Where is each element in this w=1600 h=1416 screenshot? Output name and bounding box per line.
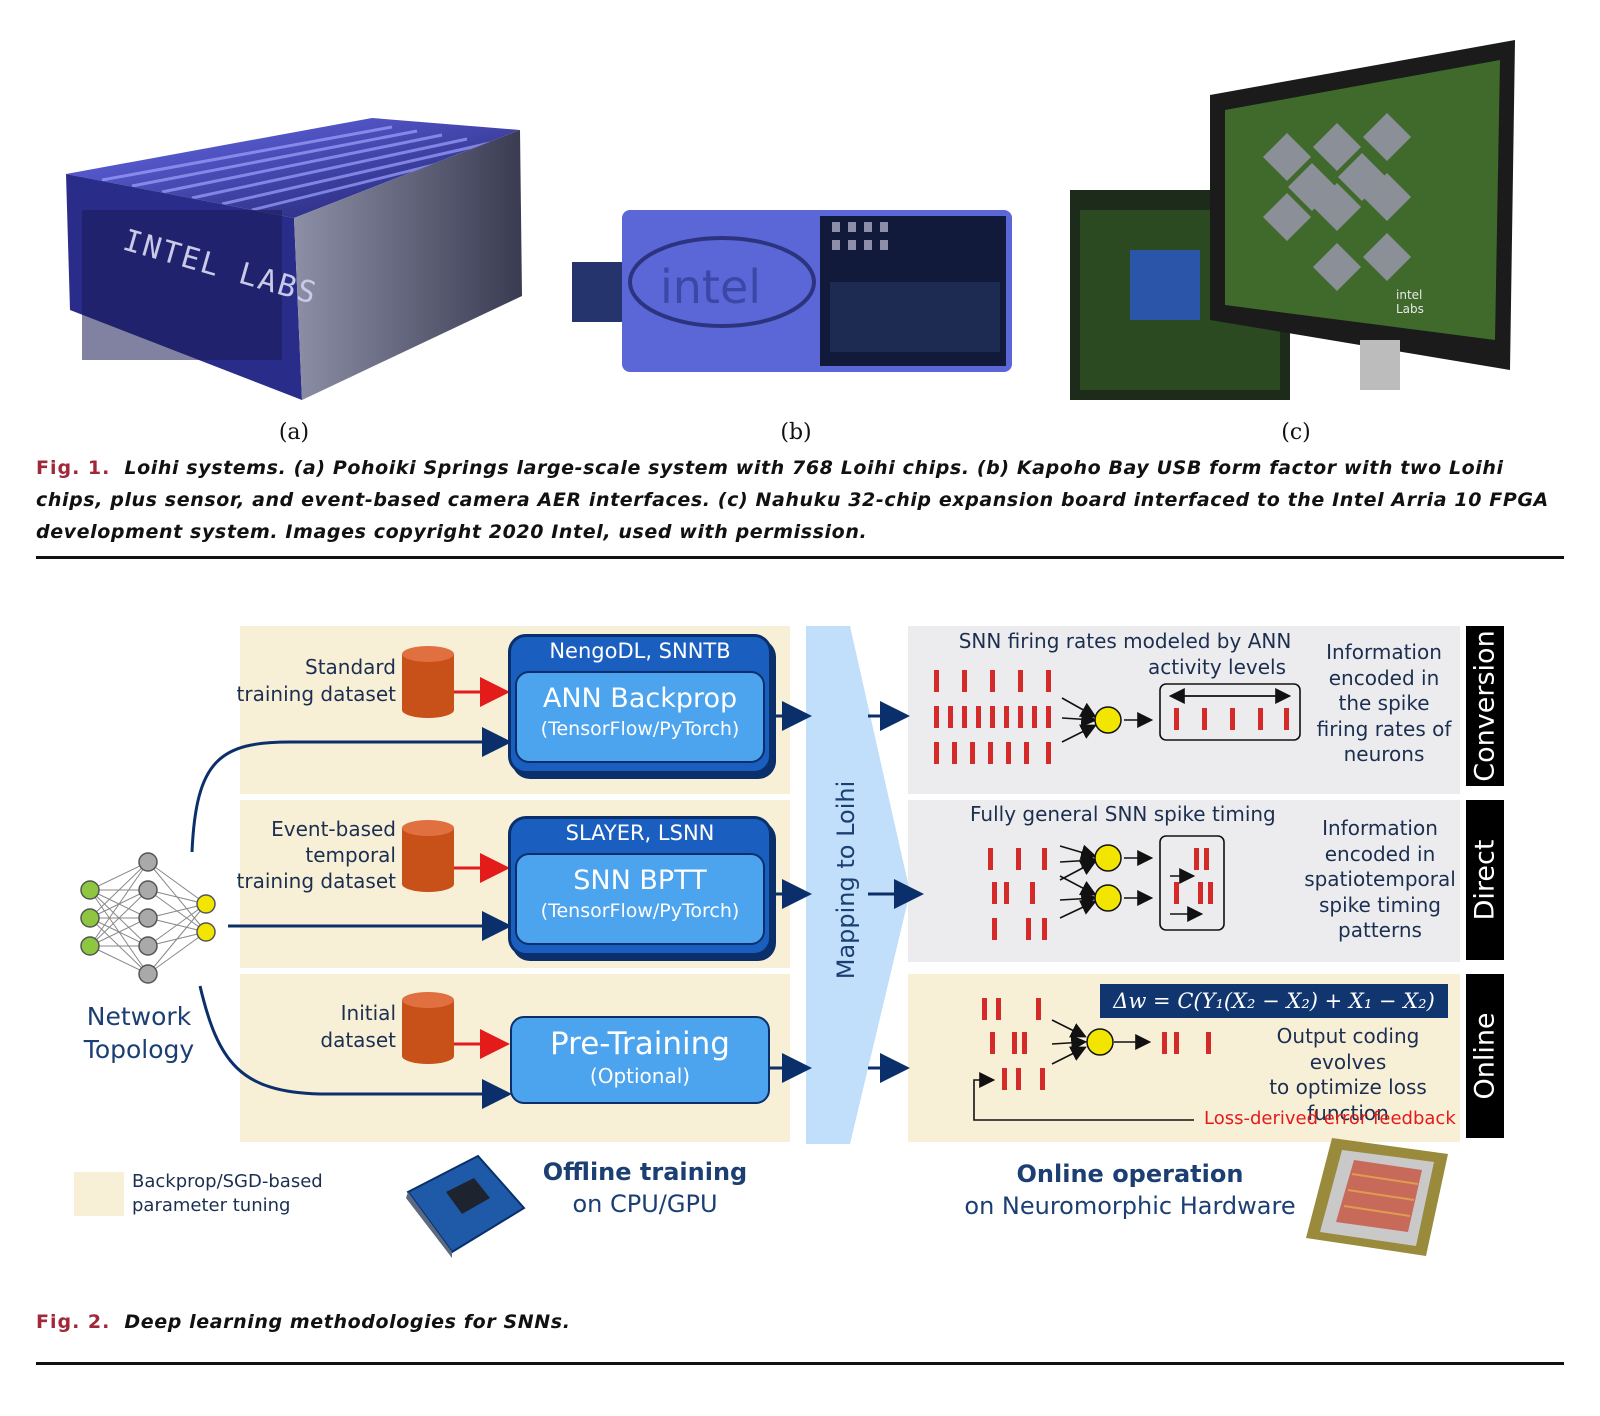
dataset-cylinder-standard [402,646,454,718]
online-operation-caption: Online operation on Neuromorphic Hardwar… [950,1160,1310,1220]
dataset-cylinder-event [402,820,454,892]
photo-c-logo: intel Labs [1396,288,1424,316]
box-pre-training: Pre-Training (Optional) [510,1016,770,1104]
subfigure-label-b: (b) [780,420,812,445]
online-subtitle: on Neuromorphic Hardware [964,1192,1296,1220]
figure-1-caption: Fig. 1.Loihi systems. (a) Pohoiki Spring… [36,452,1566,548]
photo-a-server-chassis: INTEL LABS [62,100,524,400]
conversion-heading: SNN firing rates modeled by ANN activity… [958,629,1292,679]
legend-swatch [74,1172,124,1216]
neuromorphic-chip-image [1302,1134,1450,1258]
photo-c-expansion-board: intel Labs [1070,40,1520,410]
box-slayer-header: SLAYER, LSNN [565,821,715,845]
ann-backprop-subtitle: (TensorFlow/PyTorch) [540,718,740,740]
figure-2-caption-text: Deep learning methodologies for SNNs. [124,1311,571,1333]
figure-2-number: Fig. 2. [36,1311,111,1333]
figure-1-number: Fig. 1. [36,457,111,479]
box-slayer: SLAYER, LSNN SNN BPTT (TensorFlow/PyTorc… [508,816,772,956]
ann-backprop-title: ANN Backprop [542,683,738,714]
pre-training-subtitle: (Optional) [589,1064,691,1088]
pre-training-title: Pre-Training [550,1026,730,1062]
offline-subtitle: on CPU/GPU [572,1190,718,1218]
caption-divider-1 [36,556,1564,559]
feedback-label: Loss-derived error feedback [1204,1108,1456,1129]
snn-bptt-subtitle: (TensorFlow/PyTorch) [540,900,740,922]
offline-training-caption: Offline training on CPU/GPU [530,1158,760,1218]
subfigure-label-c: (c) [1281,420,1311,445]
online-title: Online operation [1016,1160,1244,1188]
figure-1-caption-text: Loihi systems. (a) Pohoiki Springs large… [36,457,1549,543]
subfigure-label-a: (a) [278,420,310,445]
box-snn-bptt: SNN BPTT (TensorFlow/PyTorch) [515,853,765,945]
direct-heading: Fully general SNN spike timing [970,802,1276,826]
online-panel-conversion [908,626,1460,794]
snn-bptt-title: SNN BPTT [573,865,707,896]
side-label-online: Online [1466,974,1504,1138]
photo-b-logo: intel [660,260,762,314]
side-label-conversion: Conversion [1466,626,1504,786]
dataset-cylinder-initial [402,992,454,1064]
spike-raster-online [980,996,1211,1096]
mapping-to-loihi-arrow: Mapping to Loihi [806,626,910,1144]
offline-title: Offline training [542,1158,748,1186]
box-ann-backprop: ANN Backprop (TensorFlow/PyTorch) [515,671,765,763]
caption-divider-2 [36,1362,1564,1365]
box-nengodl-header: NengoDL, SNNTB [549,639,731,663]
photo-b-usb-stick: intel [572,200,1014,380]
box-nengodl: NengoDL, SNNTB ANN Backprop (TensorFlow/… [508,634,772,774]
cpu-chip-image [398,1152,526,1258]
figure-2-caption: Fig. 2. Deep learning methodologies for S… [36,1306,1566,1338]
diagram-connectors [80,677,1301,1121]
side-label-direct: Direct [1466,800,1504,960]
online-formula: Δw = C(Y₁(X₂ − X₂) + X₁ − X₂) [1100,984,1448,1018]
spike-raster-direct [984,846,1213,946]
spike-raster-conversion [930,670,1289,770]
